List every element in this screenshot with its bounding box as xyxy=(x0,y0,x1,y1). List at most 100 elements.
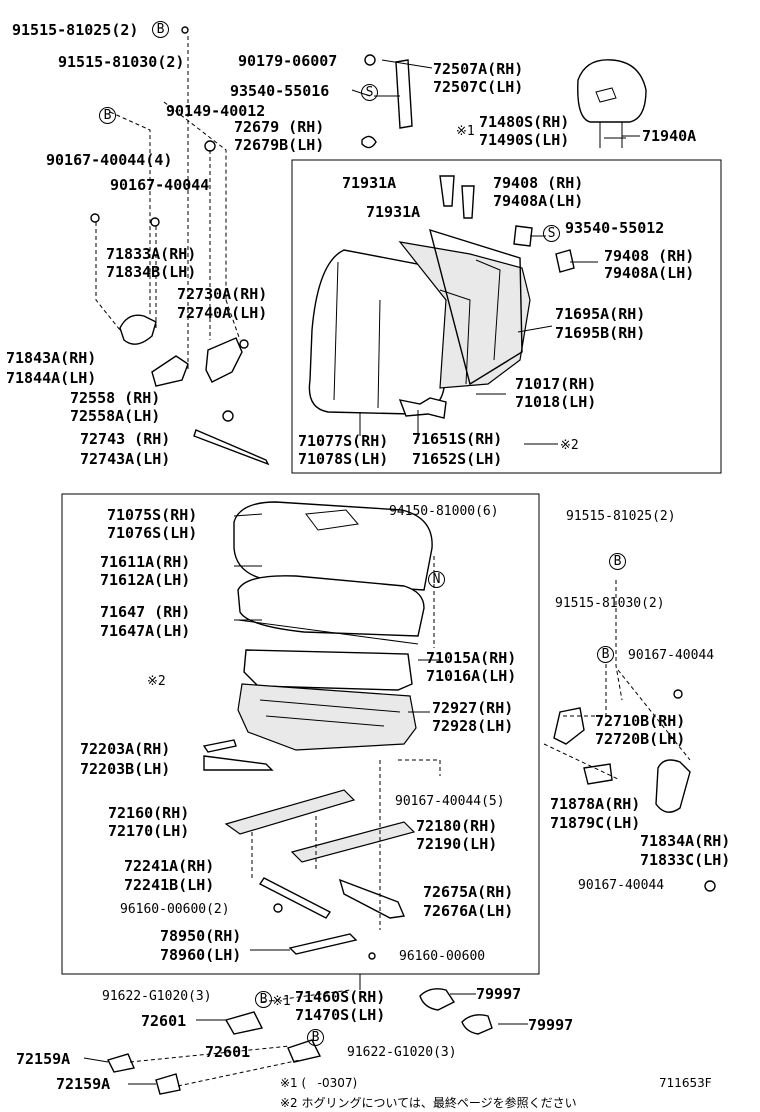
part-label: 72558A(LH) xyxy=(70,407,161,425)
footnote-2: ※2 ホグリングについては、最終ページを参照ください xyxy=(280,1096,577,1110)
rod-72743 xyxy=(193,429,270,466)
part-label: 72241A(RH) xyxy=(124,857,215,875)
part-label: 96160-00600 xyxy=(399,949,486,964)
cushion-frame xyxy=(243,649,413,691)
seatback-frame xyxy=(398,241,531,389)
part-label: 72676A(LH) xyxy=(423,902,514,920)
part-label: 79408A(LH) xyxy=(493,192,584,210)
part-label: 93540-55012 xyxy=(565,219,665,237)
wire-72203A xyxy=(202,739,274,771)
headrest xyxy=(577,59,647,123)
part-label: 71931A xyxy=(342,174,397,192)
part-label: 71833C(LH) xyxy=(640,851,731,869)
part-label: 91515-81025(2) xyxy=(566,509,676,524)
bar-72241A xyxy=(258,877,332,919)
part-label: 90149-40012 xyxy=(166,102,266,120)
part-label: 93540-55016 xyxy=(230,82,330,100)
part-label: 79408A(LH) xyxy=(604,264,695,282)
ref-mark: ※2 xyxy=(147,674,166,689)
marker-s-2: S xyxy=(543,225,560,242)
seatback-frame-box xyxy=(291,159,722,474)
part-label: 71647 (RH) xyxy=(100,603,191,621)
part-label: 71879C(LH) xyxy=(550,814,641,832)
seat-pan xyxy=(237,683,417,751)
cushion-cover xyxy=(233,501,433,591)
part-label: 96160-00600(2) xyxy=(120,902,230,917)
part-label: 71470S(LH) xyxy=(295,1006,386,1024)
cover-72159Ab xyxy=(155,1073,181,1095)
cover-72159Aa xyxy=(107,1053,135,1073)
part-label: 72601 xyxy=(141,1012,187,1030)
part-label: 79408 (RH) xyxy=(604,247,695,265)
part-label: 72203A(RH) xyxy=(80,740,171,758)
part-label: 71490S(LH) xyxy=(479,131,570,149)
part-label: 91515-81030(2) xyxy=(58,53,185,71)
diagram-code: 711653F xyxy=(659,1076,712,1090)
cushion-pad xyxy=(237,575,425,637)
part-label: 71652S(LH) xyxy=(412,450,503,468)
ref-mark: ※1 xyxy=(272,994,291,1009)
part-label: 71015A(RH) xyxy=(426,649,517,667)
part-label: 72675A(RH) xyxy=(423,883,514,901)
part-label: 90167-40044 xyxy=(110,176,210,194)
part-label: 72679B(LH) xyxy=(234,136,325,154)
bracket-72710B xyxy=(553,707,585,745)
part-label: 90167-40044(5) xyxy=(395,794,505,809)
part-label: 71695B(RH) xyxy=(555,324,646,342)
part-label: 71940A xyxy=(642,127,697,145)
part-label: 71075S(RH) xyxy=(107,506,198,524)
part-label: 71612A(LH) xyxy=(100,571,191,589)
part-label: 71878A(RH) xyxy=(550,795,641,813)
marker-b-6: B xyxy=(307,1029,324,1046)
marker-b-5: B xyxy=(255,991,272,1008)
lever-72675A xyxy=(338,878,406,919)
cover-71834A xyxy=(655,759,691,813)
part-label: 72190(LH) xyxy=(416,835,498,853)
part-label: 90179-06007 xyxy=(238,52,338,70)
part-label: 71833A(RH) xyxy=(106,245,197,263)
part-label: 72679 (RH) xyxy=(234,118,325,136)
marker-b-2: B xyxy=(99,107,116,124)
part-label: 72743A(LH) xyxy=(80,450,171,468)
part-label: 71844A(LH) xyxy=(6,369,97,387)
marker-n: N xyxy=(428,571,445,588)
part-label: 71018(LH) xyxy=(515,393,597,411)
part-label: 90167-40044 xyxy=(578,878,665,893)
part-label: 72203B(LH) xyxy=(80,760,171,778)
part-label: 78950(RH) xyxy=(160,927,242,945)
marker-b-3: B xyxy=(609,553,626,570)
ref-mark: ※1 xyxy=(456,124,475,139)
part-label: 71077S(RH) xyxy=(298,432,389,450)
cap-79997a xyxy=(419,988,456,1011)
part-label: 72507A(RH) xyxy=(433,60,524,78)
nut-90179 xyxy=(364,54,376,66)
cap-79997b xyxy=(461,1014,493,1035)
part-label: 71647A(LH) xyxy=(100,622,191,640)
part-label: 71460S(RH) xyxy=(295,988,386,1006)
part-label: 71016A(LH) xyxy=(426,667,517,685)
part-label: 71695A(RH) xyxy=(555,305,646,323)
bracket-71833A xyxy=(119,314,157,345)
marker-s-1: S xyxy=(361,84,378,101)
headrest-support xyxy=(395,59,413,129)
part-label: 72159A xyxy=(16,1050,71,1068)
part-label: 78960(LH) xyxy=(160,946,242,964)
part-label: 72159A xyxy=(56,1075,111,1093)
marker-b-4: B xyxy=(597,646,614,663)
part-label: 72507C(LH) xyxy=(433,78,524,96)
part-label: 71480S(RH) xyxy=(479,113,570,131)
part-label: 72180(RH) xyxy=(416,817,498,835)
part-label: 71651S(RH) xyxy=(412,430,503,448)
part-label: 72730A(RH) xyxy=(177,285,268,303)
part-label: 71611A(RH) xyxy=(100,553,191,571)
part-label: 91622-G1020(3) xyxy=(347,1045,457,1060)
part-label: 71078S(LH) xyxy=(298,450,389,468)
cover-71843A xyxy=(151,355,189,387)
part-label: 71843A(RH) xyxy=(6,349,97,367)
cushion-frame-box xyxy=(61,493,540,975)
part-label: 72927(RH) xyxy=(432,699,514,717)
part-label: 72241B(LH) xyxy=(124,876,215,894)
rail-72160 xyxy=(224,789,356,835)
part-label: 71931A xyxy=(366,203,421,221)
